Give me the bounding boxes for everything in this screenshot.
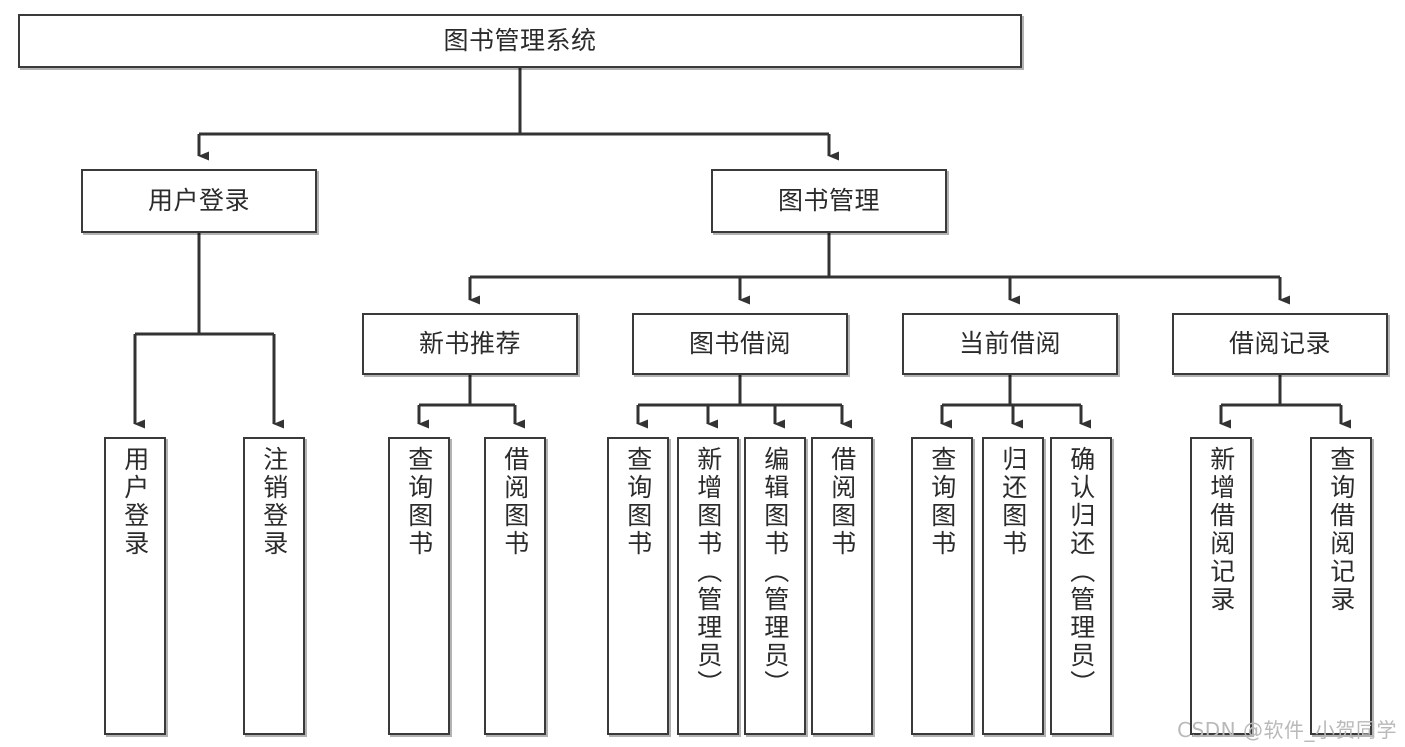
node-book-borrow[interactable]: 图书借阅 [632,313,848,375]
node-new-book-recommend[interactable]: 新书推荐 [362,313,578,375]
node-label: 图书管理 [777,186,880,216]
node-leaf-return-book[interactable]: 归还图书 [982,437,1044,735]
node-label: 用户登录 [120,446,150,558]
node-leaf-query-book-current[interactable]: 查询图书 [911,437,973,735]
node-leaf-query-borrow-record[interactable]: 查询借阅记录 [1310,437,1372,735]
node-leaf-user-login[interactable]: 用户登录 [104,437,166,735]
node-leaf-confirm-return-admin[interactable]: 确认归还（管理员） [1050,437,1112,735]
node-label: 查询借阅记录 [1326,446,1356,614]
node-leaf-add-book-admin[interactable]: 新增图书（管理员） [677,437,739,735]
node-label: 归还图书 [998,446,1028,558]
node-borrow-record[interactable]: 借阅记录 [1172,313,1388,375]
node-label: 图书借阅 [688,329,791,359]
node-leaf-borrow-book[interactable]: 借阅图书 [811,437,873,735]
node-label: 用户登录 [147,186,250,216]
node-user-login[interactable]: 用户登录 [81,169,317,233]
node-label: 新书推荐 [418,329,521,359]
node-current-borrow[interactable]: 当前借阅 [902,313,1118,375]
node-label: 确认归还（管理员） [1066,446,1096,698]
node-label: 图书管理系统 [443,26,597,56]
node-label: 新增图书（管理员） [693,446,723,698]
node-leaf-query-book-borrow[interactable]: 查询图书 [607,437,669,735]
node-label: 查询图书 [927,446,957,558]
node-leaf-borrow-book-rec[interactable]: 借阅图书 [484,437,546,735]
node-label: 当前借阅 [958,329,1061,359]
node-label: 注销登录 [259,446,289,558]
node-label: 查询图书 [623,446,653,558]
node-leaf-edit-book-admin[interactable]: 编辑图书（管理员） [744,437,806,735]
node-leaf-query-book-rec[interactable]: 查询图书 [388,437,450,735]
node-leaf-add-borrow-record[interactable]: 新增借阅记录 [1190,437,1252,735]
node-label: 借阅记录 [1228,329,1331,359]
node-label: 借阅图书 [827,446,857,558]
node-book-manage[interactable]: 图书管理 [711,169,947,233]
node-label: 查询图书 [404,446,434,558]
node-root-图书管理系统[interactable]: 图书管理系统 [18,14,1022,68]
node-leaf-logout[interactable]: 注销登录 [243,437,305,735]
node-label: 新增借阅记录 [1206,446,1236,614]
node-label: 借阅图书 [500,446,530,558]
node-label: 编辑图书（管理员） [760,446,790,698]
